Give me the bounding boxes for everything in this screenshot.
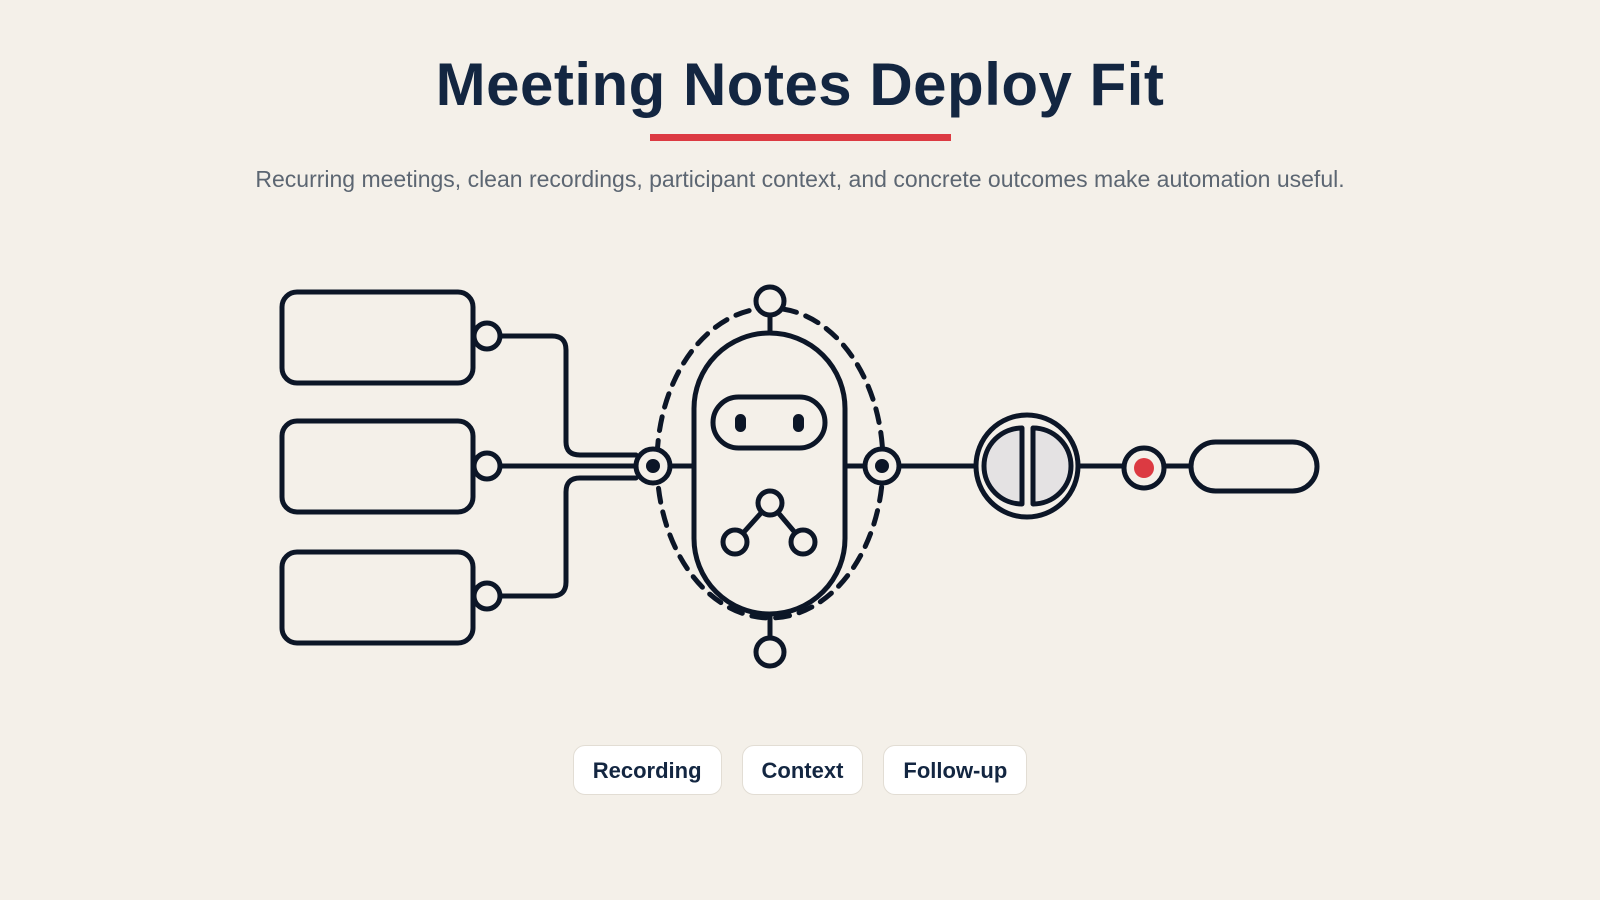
robot-body — [691, 330, 848, 617]
robot-eye-right — [793, 414, 804, 432]
output-pill — [1188, 439, 1320, 494]
disc-right-half — [1030, 425, 1074, 507]
input-card-2 — [279, 418, 476, 515]
page-subtitle: Recurring meetings, clean recordings, pa… — [255, 166, 1345, 192]
robot-eye-left — [735, 414, 746, 432]
disc-left-half — [981, 425, 1025, 507]
status-dot-icon — [1134, 458, 1154, 478]
tag-context: Context — [741, 745, 864, 795]
tag-recording: Recording — [572, 745, 722, 795]
page-title: Meeting Notes Deploy Fit — [435, 51, 1165, 118]
title-underline — [650, 134, 951, 141]
tag-follow-up: Follow-up — [883, 745, 1028, 795]
robot-visor — [710, 394, 828, 451]
input-card-3 — [279, 549, 476, 646]
hub-center — [646, 459, 660, 473]
tag-row: Recording Context Follow-up — [0, 745, 1600, 795]
input-card-1 — [279, 289, 476, 386]
connector-bottom — [497, 475, 639, 599]
connector-top — [497, 333, 639, 458]
node-center — [875, 459, 889, 473]
